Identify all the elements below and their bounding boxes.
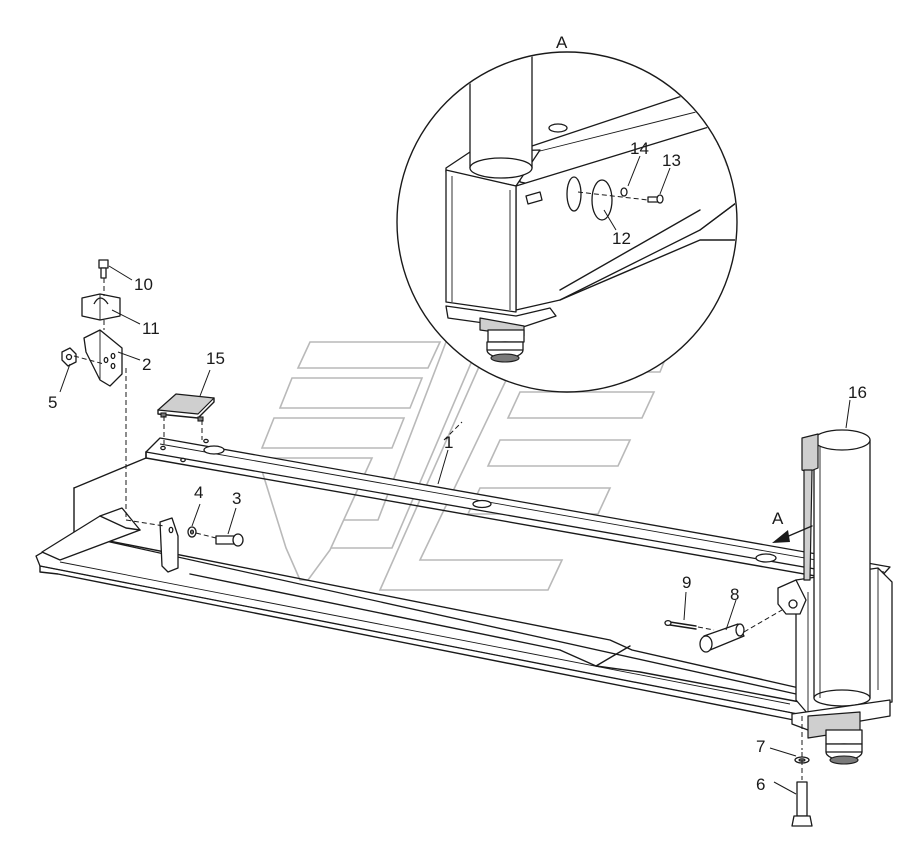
main-beam [35,437,891,723]
callout-9: 9 [682,573,691,592]
pin-3 [215,533,244,547]
callout-11: 11 [142,319,160,338]
cap-plate-15 [157,393,215,422]
beam-end-wedge [41,507,141,561]
nut-5 [61,347,77,367]
callout-7: 7 [756,737,765,756]
callout-16: 16 [848,383,867,402]
split-pin-9 [664,619,697,630]
callout-4: 4 [194,483,203,502]
detail-view-label: A [556,33,568,52]
view-direction-arrow-icon [772,525,813,543]
lug-bracket [159,517,179,573]
washer-4 [187,526,197,538]
callout-6: 6 [756,775,765,794]
assembly-lines [73,278,803,780]
bracket-2 [83,329,123,387]
callout-2: 2 [142,355,151,374]
callout-15: 15 [206,349,225,368]
callout-10: 10 [134,275,153,294]
leader-lines [59,155,851,795]
column-assembly [791,429,893,765]
column-lug [777,579,807,615]
detail-view-a [396,51,738,393]
screw-10 [98,259,109,279]
callout-3: 3 [232,489,241,508]
callout-14: 14 [630,139,649,158]
callout-13: 13 [662,151,681,170]
bolt-6 [791,781,813,827]
clamp-block-11 [81,293,121,321]
callout-labels: A A 1 2 3 4 5 6 7 8 9 10 11 12 13 14 15 … [48,33,867,794]
callout-8: 8 [730,585,739,604]
callout-5: 5 [48,393,57,412]
callout-1: 1 [444,433,453,452]
callout-12: 12 [612,229,631,248]
view-arrow-label: A [772,509,784,528]
pin-8 [699,623,745,653]
